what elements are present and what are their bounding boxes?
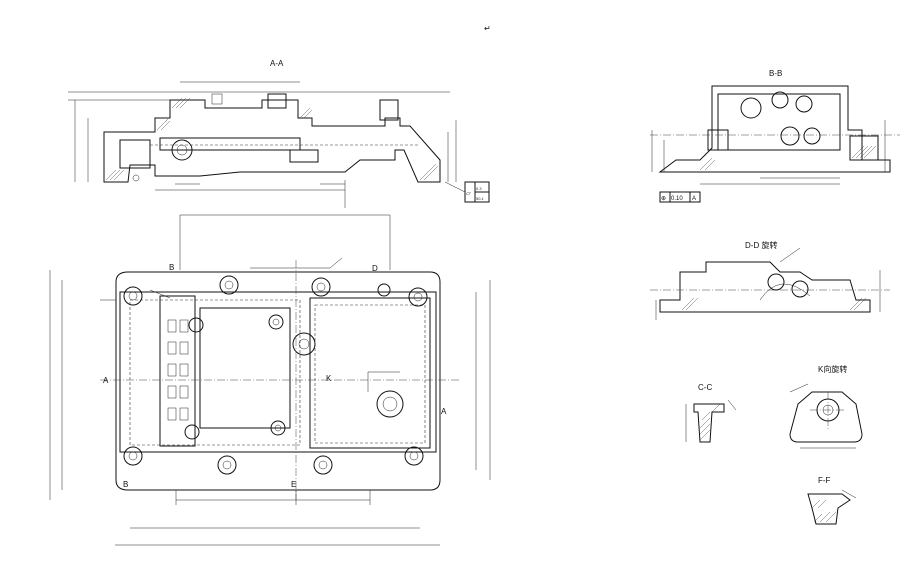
section-aa-title: A-A — [270, 59, 284, 68]
bb-tolerance-frame: ⊕ 0.10 A — [659, 191, 701, 203]
aa-frame-row1: 0.3 — [476, 186, 482, 191]
section-bb-view: B-B ⊕ 0.10 A — [650, 69, 900, 203]
section-cc-view: C-C — [685, 383, 737, 443]
plan-label-b-top: B — [169, 263, 174, 272]
view-k: K向旋转 — [789, 364, 863, 449]
bb-frame-datum: A — [692, 196, 696, 202]
plan-label-a-left: A — [103, 376, 109, 385]
section-ff-view: F-F — [807, 476, 857, 525]
aa-tolerance-frame: ▱ 0.3 50.1 — [444, 181, 490, 203]
section-bb-title: B-B — [769, 69, 782, 78]
section-dd-title: D-D 旋转 — [745, 240, 777, 250]
view-k-title: K向旋转 — [818, 364, 847, 374]
plan-view: B D A A B E K — [49, 214, 491, 546]
section-cc-title: C-C — [698, 383, 712, 392]
plan-label-b-bottom: B — [123, 480, 128, 489]
section-dd-view: D-D 旋转 — [650, 240, 890, 320]
section-aa-view: A-A — [68, 59, 490, 208]
plan-label-k: K — [326, 374, 332, 383]
section-ff-title: F-F — [818, 476, 831, 485]
return-mark-icon: ↵ — [484, 24, 491, 33]
plan-label-d-top: D — [372, 264, 378, 273]
position-symbol-icon: ⊕ — [661, 196, 666, 202]
bb-frame-value: 0.10 — [671, 196, 683, 202]
plan-label-e-bottom: E — [291, 480, 296, 489]
bolt-holes — [123, 275, 428, 475]
plan-label-a-right: A — [441, 407, 447, 416]
flatness-symbol-icon: ▱ — [466, 191, 471, 197]
aa-frame-row2: 50.1 — [476, 196, 485, 201]
